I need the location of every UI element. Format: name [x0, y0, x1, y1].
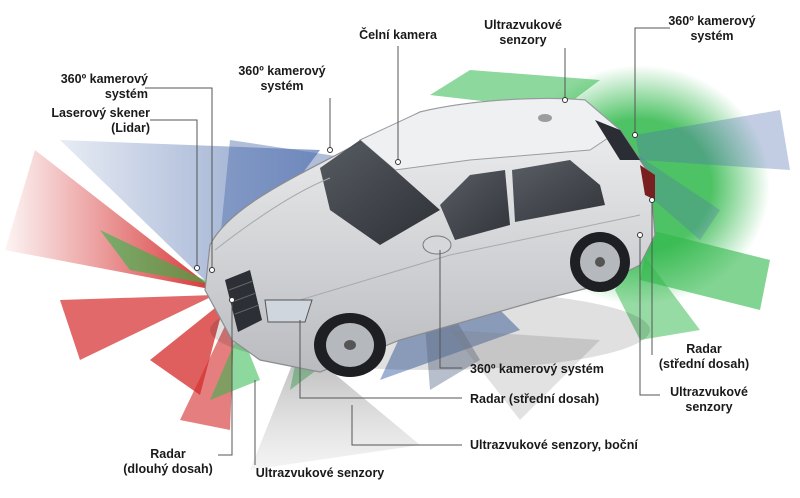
windshield — [320, 140, 440, 245]
label-lidar: Laserový skener (Lidar) — [51, 106, 150, 135]
label-ultrasonic-front: Ultrazvukové senzory — [255, 466, 385, 480]
label-ultrasonic-side: Ultrazvukové senzory, boční — [470, 438, 638, 452]
leader-camera360-left — [145, 87, 213, 270]
side-window-rear — [512, 160, 605, 222]
label-camera360-bottom: 360º kamerový systém — [470, 362, 604, 376]
front-ultrasonic-zone — [100, 230, 215, 285]
leader-ultrasonic-rear — [639, 235, 660, 396]
leader-ultrasonic-side — [351, 405, 462, 446]
front-ultrasonic-zone-2 — [210, 330, 260, 400]
label-radar-mid-rear: Radar (střední dosah) — [658, 342, 750, 371]
front-wheel — [314, 313, 386, 377]
leader-radar-mid-front — [299, 320, 462, 399]
side-mirror — [422, 235, 452, 255]
car — [204, 97, 656, 377]
side-window-front — [440, 170, 510, 240]
sensor-points — [194, 97, 655, 303]
label-front-camera: Čelní kamera — [359, 28, 437, 42]
long-range-radar-zone — [5, 150, 215, 290]
label-camera360-mirror: 360º kamerový systém — [238, 64, 326, 93]
grille — [225, 270, 262, 332]
label-radar-long: Radar (dlouhý dosah) — [123, 447, 213, 476]
label-ultrasonic-top: Ultrazvukové senzory — [484, 18, 562, 47]
leader-camera360-bottom — [439, 250, 462, 369]
label-radar-mid-front: Radar (střední dosah) — [470, 392, 600, 406]
radar-zone-4 — [180, 305, 235, 430]
car-roof — [359, 98, 621, 171]
rear-window — [595, 120, 640, 160]
leader-radar-long — [218, 300, 233, 456]
rear-wheel — [570, 232, 630, 292]
label-ultrasonic-rear: Ultrazvukové senzory — [670, 385, 748, 414]
rear-camera-zone — [635, 110, 790, 170]
headlight — [264, 299, 313, 323]
side-ultrasonic-zone-2 — [450, 330, 600, 420]
leader-camera360-right — [634, 27, 670, 135]
rear-green-fan-low — [615, 250, 700, 340]
rear-green-fan-right — [640, 230, 770, 310]
radar-zone-2 — [60, 295, 215, 360]
label-camera360-right: 360º kamerový systém — [668, 14, 756, 43]
lidar-zone — [60, 140, 320, 290]
leader-lines — [145, 27, 670, 465]
label-camera360-left: 360º kamerový systém — [60, 72, 148, 101]
side-ultrasonic-zone — [250, 345, 420, 470]
leader-lidar — [150, 119, 198, 268]
